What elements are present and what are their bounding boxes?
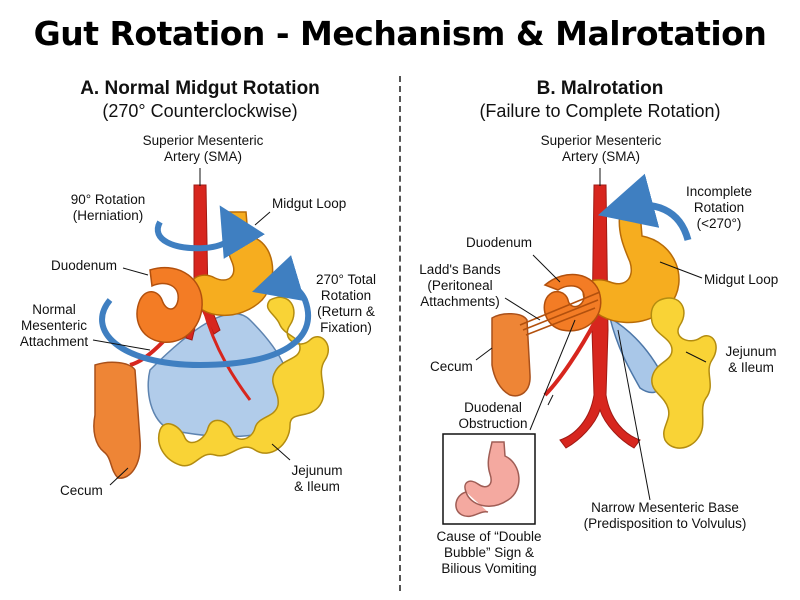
panel-b-narrow-base-label: Narrow Mesenteric Base (Predisposition t… — [560, 500, 770, 532]
panel-a-duodenum-label: Duodenum — [51, 258, 118, 273]
panel-a-mesentery-line1: Normal — [32, 302, 76, 317]
panel-a-subheading: (270° Counterclockwise) — [102, 101, 298, 121]
panel-b-diagram — [442, 168, 717, 525]
panel-a-cecum — [93, 361, 141, 479]
panel-b-midgut-label: Midgut Loop — [704, 272, 779, 287]
panel-b-incomplete-rotation-arrow — [597, 173, 692, 242]
panel-b-jejunum-line1: Jejunum — [725, 344, 777, 359]
panel-b-ladds-line1: Ladd's Bands — [419, 262, 501, 277]
panel-a-midgut-label: Midgut Loop — [272, 196, 347, 211]
panel-a-diagram — [92, 168, 330, 486]
panel-b-incomplete-line2: Rotation — [693, 200, 745, 215]
panel-a-rotation-90-line2: (Herniation) — [72, 208, 144, 223]
panel-b-incomplete-rotation-label: Incomplete Rotation (<270°) — [680, 184, 758, 232]
panel-b-ladds-line2: (Peritoneal — [427, 278, 493, 293]
panel-a-rotation-90-arrow — [154, 205, 265, 259]
panel-b-heading: B. Malrotation — [536, 78, 664, 99]
panel-b-cecum — [491, 313, 531, 397]
panel-a-jejunum-line1: Jejunum — [291, 463, 343, 478]
panel-b-cause-line3: Bilious Vomiting — [441, 561, 537, 576]
panel-b-inset-stomach — [455, 441, 520, 518]
panel-b-jejunum-label: Jejunum & Ileum — [716, 344, 786, 376]
panel-b-cause-line1: Cause of “Double — [436, 529, 542, 544]
panel-b-jejunum-line2: & Ileum — [728, 360, 774, 375]
panel-b-obstruction-label: Duodenal Obstruction — [448, 400, 538, 432]
panel-a-sma-label-line1: Superior Mesenteric — [142, 133, 264, 148]
panel-a-rotation-90-line1: 90° Rotation — [70, 192, 146, 207]
panel-a-rotation-270-arrow — [99, 255, 312, 369]
panel-b-obstruction-line2: Obstruction — [458, 416, 528, 431]
panel-a-jejunum-line2: & Ileum — [294, 479, 340, 494]
panel-a-rotation-270-line2: Rotation — [320, 288, 372, 303]
panel-b-incomplete-line3: (<270°) — [696, 216, 742, 231]
panel-b-jejunum-ileum — [650, 297, 717, 449]
panel-a-rotation-270-line4: Fixation) — [320, 320, 372, 335]
panel-b-cause-line2: Bubble” Sign & — [443, 545, 535, 560]
panel-b-ladds-bands-label: Ladd's Bands (Peritoneal Attachments) — [410, 262, 510, 310]
panel-a-header: A. Normal Midgut Rotation (270° Counterc… — [10, 78, 390, 122]
panel-b-subheading: (Failure to Complete Rotation) — [479, 101, 721, 121]
panel-a-rotation-270-line3: (Return & — [317, 304, 375, 319]
panel-b-cecum-label: Cecum — [430, 359, 473, 374]
panel-a-mesentery-label: Normal Mesenteric Attachment — [12, 302, 96, 350]
panel-a-duodenum — [136, 266, 203, 343]
panel-b-double-bubble-label: Cause of “Double Bubble” Sign & Bilious … — [420, 529, 558, 577]
panel-a-sma-label-line2: Artery (SMA) — [163, 149, 242, 164]
panel-b-obstruction-line1: Duodenal — [464, 400, 522, 415]
panel-a-mesentery-line2: Mesenteric — [20, 318, 88, 333]
panel-b-sma-label: Superior Mesenteric Artery (SMA) — [526, 133, 676, 165]
panel-a-jejunum-ileum — [158, 296, 330, 467]
panel-a-heading: A. Normal Midgut Rotation — [80, 78, 320, 99]
panel-divider — [399, 76, 401, 591]
panel-b-ladds-bands — [519, 291, 601, 336]
panel-b-sma-label-line1: Superior Mesenteric — [540, 133, 662, 148]
panel-a-rotation-90-label: 90° Rotation (Herniation) — [58, 192, 158, 224]
panel-a-jejunum-label: Jejunum & Ileum — [282, 463, 352, 495]
panel-b-narrow-line2: (Predisposition to Volvulus) — [583, 516, 747, 531]
panel-b-header: B. Malrotation (Failure to Complete Rota… — [410, 78, 790, 122]
panel-a-cecum-label: Cecum — [60, 483, 103, 498]
panel-b-ladds-line3: Attachments) — [420, 294, 500, 309]
panel-b-narrow-line1: Narrow Mesenteric Base — [591, 500, 739, 515]
panel-b-sma-artery — [559, 184, 641, 449]
panel-b-duodenum-label: Duodenum — [466, 235, 533, 250]
panel-a-sma-label: Superior Mesenteric Artery (SMA) — [128, 133, 278, 165]
page-title: Gut Rotation - Mechanism & Malrotation — [33, 14, 767, 53]
panel-a-mesentery-line3: Attachment — [19, 334, 89, 349]
panel-b-incomplete-line1: Incomplete — [685, 184, 753, 199]
panel-a-rotation-270-label: 270° Total Rotation (Return & Fixation) — [306, 272, 386, 336]
panel-b-sma-label-line2: Artery (SMA) — [561, 149, 640, 164]
panel-a-rotation-270-line1: 270° Total — [316, 272, 376, 287]
